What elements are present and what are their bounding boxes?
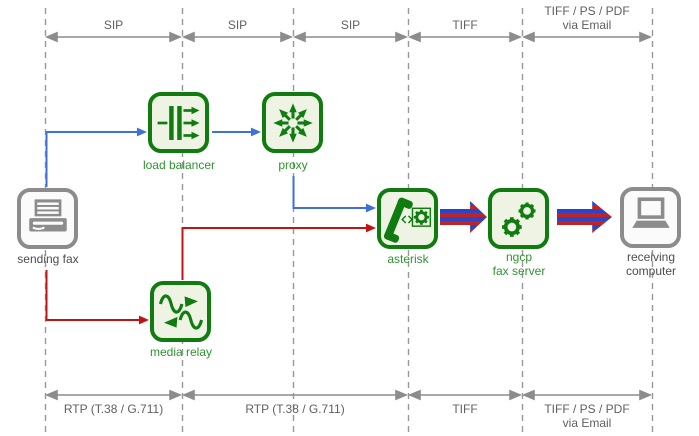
ngcp-fax-server-label: ngcp fax server xyxy=(492,250,546,278)
asterisk-node xyxy=(377,188,438,249)
bottom-span-arrows xyxy=(44,389,653,401)
laptop-icon xyxy=(631,196,670,228)
load-balancer-icon xyxy=(157,105,200,140)
top-section-label-sip-1: SIP xyxy=(103,18,124,32)
bottom-section-label-tiff: TIFF xyxy=(452,402,478,416)
top-section-label-sip-2: SIP xyxy=(227,18,248,32)
top-section-label-sip-3: SIP xyxy=(340,18,361,32)
media-relay-label: media relay xyxy=(149,345,213,359)
bottom-section-label-rtp-2: RTP (T.38 / G.711) xyxy=(245,402,345,416)
gears-icon xyxy=(499,200,537,239)
ngcp-fax-server-node xyxy=(488,188,549,249)
receiving-computer-node xyxy=(620,187,681,248)
rtp-media-arrowheads xyxy=(139,223,376,325)
load-balancer-label: load balancer xyxy=(142,158,216,172)
sip-signal-arrowheads xyxy=(137,127,376,213)
proxy-icon xyxy=(271,101,314,144)
proxy-node xyxy=(262,92,323,153)
top-section-label-email: TIFF / PS / PDF via Email xyxy=(544,4,630,32)
asterisk-icon xyxy=(383,197,431,243)
top-section-label-tiff: TIFF xyxy=(452,18,478,32)
top-span-arrows xyxy=(44,31,653,43)
fax-machine-icon xyxy=(28,198,67,231)
sip-signal-lines xyxy=(45,131,366,209)
sending-fax-node xyxy=(17,188,78,249)
asterisk-label: asterisk xyxy=(387,252,429,266)
media-relay-node xyxy=(150,281,211,342)
proxy-label: proxy xyxy=(278,158,308,172)
media-relay-icon xyxy=(158,293,203,330)
receiving-computer-label: receiving computer xyxy=(625,250,677,278)
rtp-media-lines xyxy=(45,227,367,321)
double-arrow-glyph xyxy=(400,214,413,224)
sending-fax-label: sending fax xyxy=(17,252,79,266)
load-balancer-node xyxy=(148,92,209,153)
bottom-section-label-rtp-1: RTP (T.38 / G.711) xyxy=(63,402,164,416)
bottom-section-label-email: TIFF / PS / PDF via Email xyxy=(544,402,630,430)
